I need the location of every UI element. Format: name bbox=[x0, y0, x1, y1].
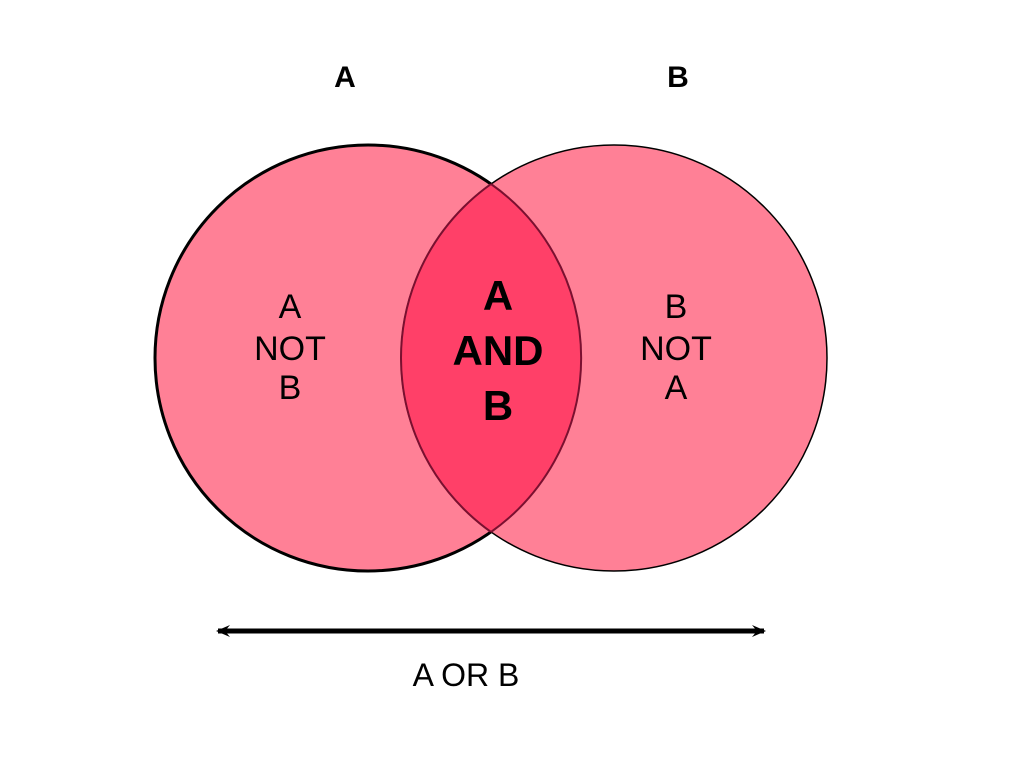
a-not-b-line-2: NOT bbox=[254, 330, 326, 368]
intersection-outline-a bbox=[490, 183, 583, 533]
a-not-b-line-3: B bbox=[279, 369, 302, 407]
set-b-label: B bbox=[667, 61, 689, 94]
a-and-b-line-3: B bbox=[483, 382, 513, 429]
set-a-label: A bbox=[334, 61, 356, 94]
b-not-a-line-2: NOT bbox=[640, 330, 712, 368]
a-or-b-label: A OR B bbox=[413, 657, 520, 693]
b-not-a-line-3: A bbox=[665, 369, 688, 407]
intersection-region bbox=[401, 145, 581, 571]
a-and-b-line-2: AND bbox=[453, 327, 544, 374]
intersection-outline-b bbox=[400, 145, 581, 571]
b-not-a-line-1: B bbox=[665, 288, 688, 326]
a-not-b-line-1: A bbox=[279, 288, 302, 326]
a-and-b-line-1: A bbox=[483, 272, 513, 319]
